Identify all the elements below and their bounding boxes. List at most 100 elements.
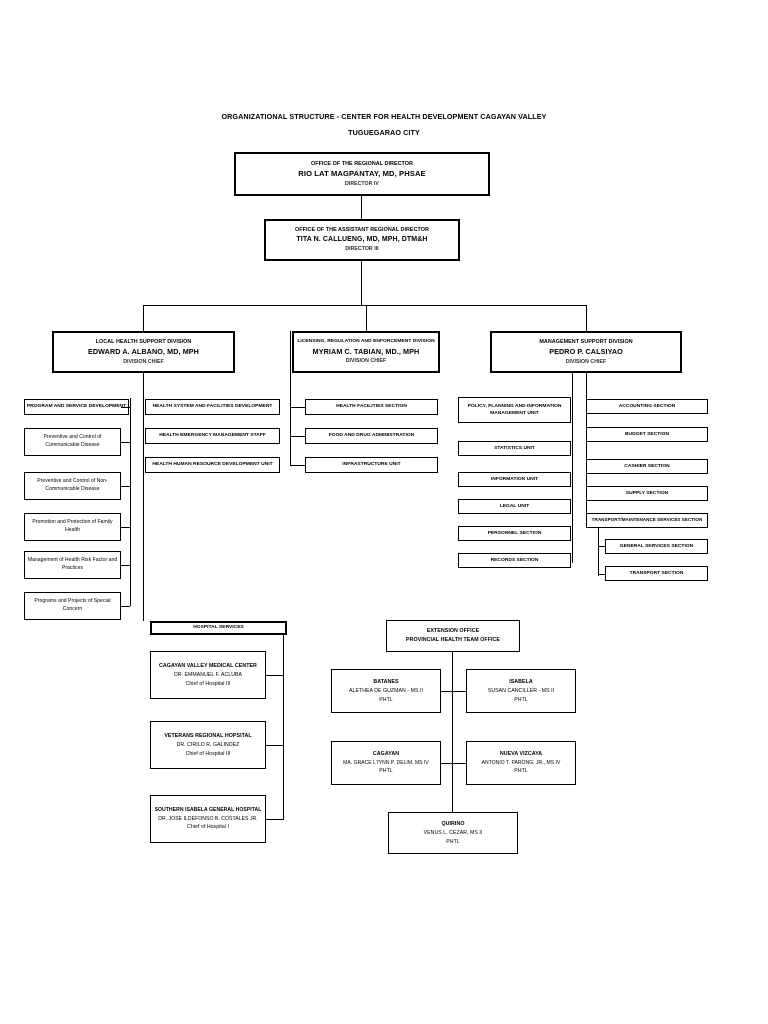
- lred-item-infrastructure-unit[interactable]: INFRASTRUCTURE UNIT: [305, 457, 438, 473]
- division-chief-role-lhsd: DIVISION CHIEF: [123, 358, 164, 365]
- connector-lred-stub-2: [290, 465, 305, 466]
- chart-title-line1: ORGANIZATIONAL STRUCTURE - CENTER FOR HE…: [221, 112, 547, 121]
- regional-director-name: RIO LAT MAGPANTAY, MD, PHSAE: [298, 168, 426, 178]
- lhsd-col2-label-2: HEALTH HUMAN RESOURCE DEVELOPMENT UNIT: [152, 462, 273, 468]
- connector-lred-stub-1: [290, 436, 305, 437]
- hospital-services-header-label: HOSPITAL SERVICES: [193, 625, 244, 631]
- division-title-msd: MANAGEMENT SUPPORT DIVISION: [539, 339, 633, 346]
- lred-item-food-and-drug-administration[interactable]: FOOD AND DRUG ADMINISTRATION: [305, 428, 438, 444]
- lred-label-2: INFRASTRUCTURE UNIT: [342, 462, 401, 468]
- msd-item-budget-section[interactable]: BUDGET SECTION: [586, 427, 708, 442]
- msd-item-cashier-section[interactable]: CASHIER SECTION: [586, 459, 708, 474]
- province-box-isabela[interactable]: ISABELA SUSAN CANCILLER - MS II PHTL: [466, 669, 576, 713]
- msd-col2-label-2: CASHIER SECTION: [624, 463, 670, 469]
- division-chief-role-lred: DIVISION CHIEF: [345, 358, 387, 365]
- lhsd-item-health-emergency-management-staff[interactable]: HEALTH EMERGENCY MANAGEMENT STAFF: [145, 428, 280, 444]
- lhsd-item-programs-projects-special-concern[interactable]: Programs and Projects of Special Concern: [24, 592, 121, 620]
- province-box-nueva-vizcaya[interactable]: NUEVA VIZCAYA ANTONIO T. PARONG. JR., MS…: [466, 741, 576, 785]
- msd-item-statistics-unit[interactable]: STATISTICS UNIT: [458, 441, 571, 456]
- connector-lhsd-col1-stub-2: [121, 486, 130, 487]
- province-unit-1: PHTL: [514, 696, 528, 703]
- msd-item-policy-planning-information-management-unit[interactable]: POLICY, PLANNING AND INFORMATION MANAGEM…: [458, 397, 571, 423]
- hospital-box-veterans-regional-hospital[interactable]: VETERANS REGIONAL HOPSITAL DR. CIRILO R.…: [150, 721, 266, 769]
- connector-lhsd-col1-stub-1: [121, 442, 130, 443]
- lhsd-item-program-and-service-development[interactable]: PROGRAM AND SERVICE DEVELOPMENT: [24, 399, 129, 415]
- msd-item-personnel-section[interactable]: PERSONNEL SECTION: [458, 526, 571, 541]
- division-chief-name-lhsd: EDWARD A. ALBANO, MD, MPH: [88, 347, 199, 357]
- msd-item-accounting-section[interactable]: ACCOUNTING SECTION: [586, 399, 708, 414]
- lhsd-item-preventive-control-communicable[interactable]: Preventive and Control of Communicable D…: [24, 428, 121, 456]
- connector-rd-to-ard: [361, 196, 362, 219]
- province-name-2: CAGAYAN: [372, 750, 400, 757]
- connector-lhsd-col1-stub-5: [121, 606, 130, 607]
- connector-extension-trunk: [452, 652, 453, 842]
- province-box-quirino[interactable]: QUIRINO VENUS L. CEZAR, MS II PHTL: [388, 812, 518, 854]
- connector-transport-sub-stub-0: [598, 546, 605, 547]
- province-unit-2: PHTL: [379, 768, 393, 775]
- province-officer-4: VENUS L. CEZAR, MS II: [423, 829, 483, 836]
- msd-item-transport-maintenance-services-section[interactable]: TRANSPORT/MAINTENANCE SERVICES SECTION: [586, 513, 708, 528]
- lhsd-item-health-system-facilities-development[interactable]: HEALTH SYSTEM AND FACILITIES DEVELOPMENT: [145, 399, 280, 415]
- msd-col1-label-2: INFORMATION UNIT: [490, 476, 539, 482]
- regional-director-office: OFFICE OF THE REGIONAL DIRECTOR: [311, 160, 413, 167]
- province-officer-2: MA. GRACE L7YNN P. DELIM, MS IV: [343, 759, 429, 766]
- division-title-lhsd: LOCAL HEALTH SUPPORT DIVISION: [95, 339, 192, 346]
- hospital-box-cagayan-valley-medical-center[interactable]: CAGAYAN VALLEY MEDICAL CENTER DR. EMMANU…: [150, 651, 266, 699]
- lhsd-item-health-human-resource-development-unit[interactable]: HEALTH HUMAN RESOURCE DEVELOPMENT UNIT: [145, 457, 280, 473]
- office-regional-director-box[interactable]: OFFICE OF THE REGIONAL DIRECTOR RIO LAT …: [234, 152, 490, 196]
- hospital-chief-2: DR. JOSE ILDEFONSO B. COSTALES JR.: [158, 815, 258, 822]
- lhsd-col1-label-3: Promotion and Protection of Family Healt…: [32, 519, 113, 533]
- chart-title-line2: TUGUEGARAO CITY: [348, 128, 420, 137]
- msd-item-information-unit[interactable]: INFORMATION UNIT: [458, 472, 571, 487]
- msd-item-transport-section[interactable]: TRANSPORT SECTION: [605, 566, 708, 581]
- regional-director-role: DIRECTOR IV: [345, 180, 379, 187]
- province-unit-0: PHTL: [379, 696, 393, 703]
- hospital-box-southern-isabela-general-hospital[interactable]: SOUTHERN ISABELA GENERAL HOSPITAL DR. JO…: [150, 795, 266, 843]
- hospital-chief-0: DR. EMMANUEL F. ACLUBA: [173, 671, 243, 678]
- division-box-local-health-support[interactable]: LOCAL HEALTH SUPPORT DIVISION EDWARD A. …: [52, 331, 235, 373]
- hospital-position-1: Chief of Hospital III: [185, 750, 231, 757]
- connector-lhsd-col1-stub-4: [121, 565, 130, 566]
- msd-item-supply-section[interactable]: SUPPLY SECTION: [586, 486, 708, 501]
- hospital-services-header-box[interactable]: HOSPITAL SERVICES: [150, 621, 287, 635]
- connector-hospital-stub-1: [266, 745, 283, 746]
- lred-label-1: FOOD AND DRUG ADMINISTRATION: [328, 433, 415, 439]
- office-assistant-regional-director-box[interactable]: OFFICE OF THE ASSISTANT REGIONAL DIRECTO…: [264, 219, 460, 261]
- extension-office-box[interactable]: EXTENSION OFFICE PROVINCIAL HEALTH TEAM …: [386, 620, 520, 652]
- connector-bus-to-lred: [366, 305, 367, 336]
- lhsd-item-promotion-protection-family-health[interactable]: Promotion and Protection of Family Healt…: [24, 513, 121, 541]
- msd-col1-label-0: POLICY, PLANNING AND INFORMATION MANAGEM…: [467, 403, 562, 416]
- division-box-management-support[interactable]: MANAGEMENT SUPPORT DIVISION PEDRO P. CAL…: [490, 331, 682, 373]
- division-title-lred: LICENSING, REGULATION AND ENFORCEMENT DI…: [297, 339, 435, 345]
- province-name-0: BATANES: [373, 678, 399, 685]
- province-box-batanes[interactable]: BATANES ALETHEA DE GUZMAN - MS II PHTL: [331, 669, 441, 713]
- connector-lhsd-col1-top: [121, 407, 130, 408]
- hospital-name-0: CAGAYAN VALLEY MEDICAL CENTER: [159, 662, 257, 669]
- msd-col1-label-4: PERSONNEL SECTION: [487, 530, 542, 536]
- msd-col2-label-0: ACCOUNTING SECTION: [618, 403, 676, 409]
- lhsd-col1-label-5: Programs and Projects of Special Concern: [34, 598, 111, 612]
- province-unit-4: PHTL: [446, 838, 460, 845]
- lhsd-item-management-health-risk-factor[interactable]: Management of Health Risk Factor and Pra…: [24, 551, 121, 579]
- connector-hospital-trunk: [283, 635, 284, 820]
- division-box-licensing-regulation-enforcement[interactable]: LICENSING, REGULATION AND ENFORCEMENT DI…: [292, 331, 440, 373]
- msd-col2-sub-label-1: TRANSPORT SECTION: [629, 570, 684, 576]
- extension-office-line2: PROVINCIAL HEALTH TEAM OFFICE: [406, 637, 500, 643]
- msd-col2-label-1: BUDGET SECTION: [624, 431, 670, 437]
- lred-label-0: HEALTH FACILITIES SECTION: [336, 404, 407, 410]
- connector-lhsd-col1-stub-3: [121, 527, 130, 528]
- msd-item-general-services-section[interactable]: GENERAL SERVICES SECTION: [605, 539, 708, 554]
- msd-item-records-section[interactable]: RECORDS SECTION: [458, 553, 571, 568]
- ard-role: DIRECTOR III: [345, 246, 379, 253]
- msd-col2-label-3: SUPPLY SECTION: [625, 490, 669, 496]
- msd-item-legal-unit[interactable]: LEGAL UNIT: [458, 499, 571, 514]
- lhsd-item-preventive-control-noncommunicable[interactable]: Preventive and Control of Non-Communicab…: [24, 472, 121, 500]
- msd-col1-label-1: STATISTICS UNIT: [494, 445, 535, 451]
- connector-lred-trunk: [290, 331, 291, 465]
- province-name-3: NUEVA VIZCAYA: [499, 750, 543, 757]
- extension-office-line1: EXTENSION OFFICE: [426, 628, 480, 634]
- lred-item-health-facilities-section[interactable]: HEALTH FACILITIES SECTION: [305, 399, 438, 415]
- lhsd-col2-label-0: HEALTH SYSTEM AND FACILITIES DEVELOPMENT: [152, 404, 273, 410]
- province-box-cagayan[interactable]: CAGAYAN MA. GRACE L7YNN P. DELIM, MS IV …: [331, 741, 441, 785]
